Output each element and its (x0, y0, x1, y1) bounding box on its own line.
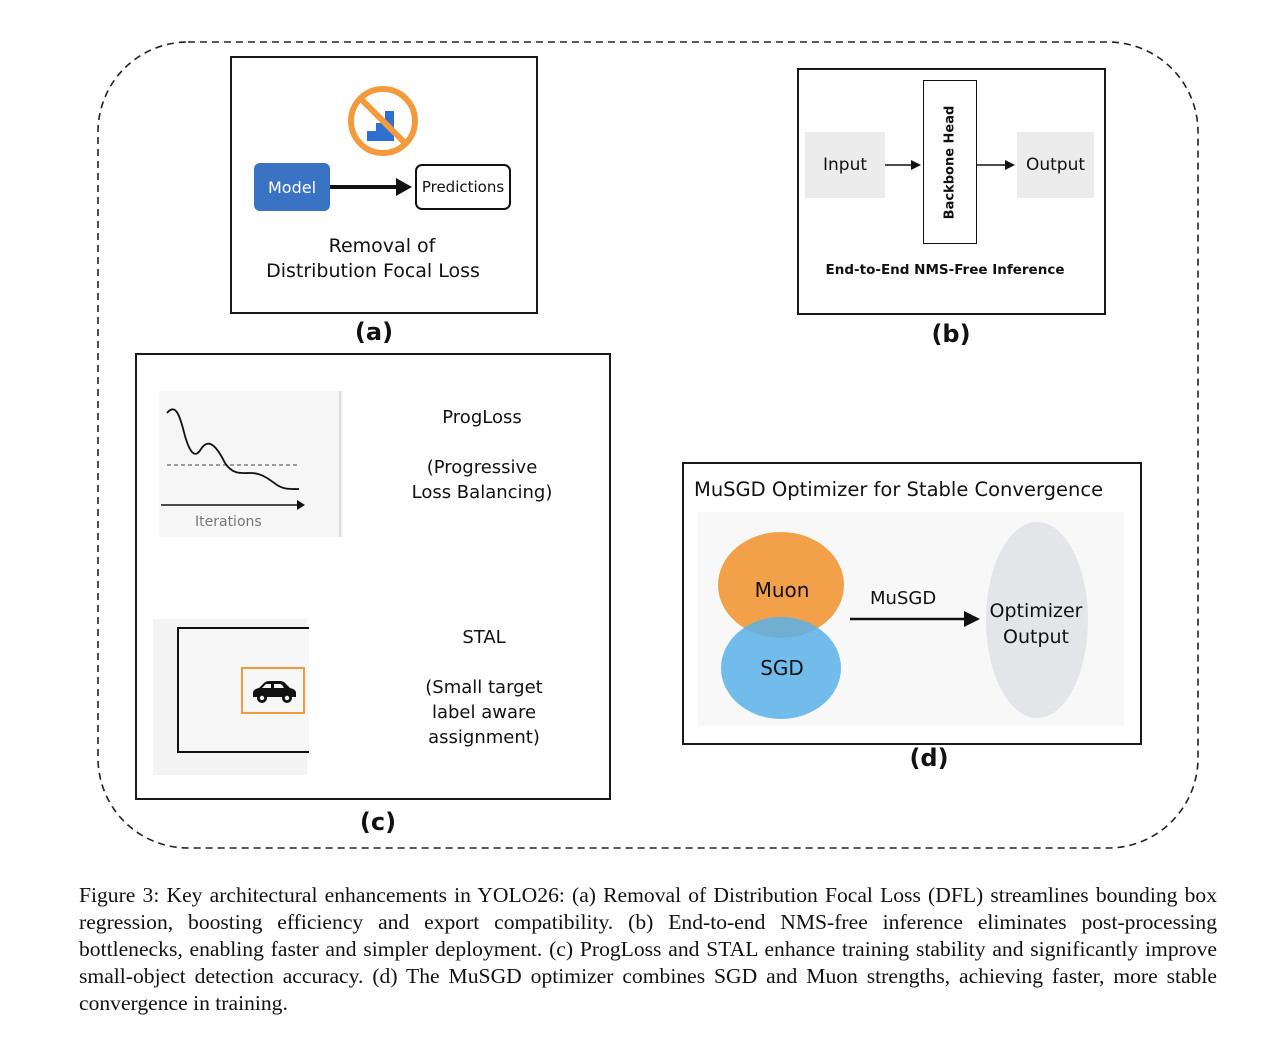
model-to-predictions-arrow (330, 178, 412, 196)
sgd-label: SGD (760, 656, 804, 680)
car-icon (253, 681, 296, 703)
stal-image (153, 619, 309, 775)
panel-b: Input Backbone Head Output End-to-End NM… (797, 68, 1106, 315)
outer-dashed-frame (97, 41, 1199, 849)
input-label: Input (822, 155, 868, 175)
model-label: Model (267, 177, 317, 197)
musgd-arrow (850, 611, 980, 627)
output-arrow (977, 160, 1015, 170)
progloss-line2: Loss Balancing) (411, 482, 553, 503)
optimizer-output-line1: Optimizer (989, 600, 1083, 622)
output-box: Output (1017, 132, 1094, 198)
predictions-label: Predictions (421, 178, 505, 196)
panel-b-subtitle: End-to-End NMS-Free Inference (825, 262, 1065, 278)
stal-title: STAL (462, 627, 506, 648)
optimizer-output-line2: Output (1003, 626, 1069, 648)
panel-d-label: (d) (909, 744, 949, 772)
panel-d: MuSGD Optimizer for Stable Convergence M… (682, 462, 1142, 745)
panel-a-label: (a) (354, 318, 394, 346)
stal-text: STAL (Small target label aware assignmen… (389, 625, 579, 750)
panel-a-title-line1: Removal of (328, 235, 436, 257)
panel-a-title: Removal of Distribution Focal Loss (232, 234, 532, 284)
model-box: Model (254, 163, 330, 211)
panel-c-label: (c) (359, 808, 397, 836)
progloss-text: ProgLoss (Progressive Loss Balancing) (387, 405, 577, 505)
optimizer-output-ellipse (986, 522, 1088, 718)
stal-line3: assignment) (428, 727, 540, 748)
stal-line2: label aware (431, 702, 537, 723)
progloss-line1: (Progressive (426, 457, 538, 478)
backbone-head-label: Backbone Head (942, 105, 958, 219)
panel-a-title-line2: Distribution Focal Loss (266, 260, 480, 282)
loss-chart: Iterations (159, 391, 343, 537)
output-label: Output (1025, 155, 1086, 175)
no-histogram-icon (348, 86, 418, 156)
figure-caption: Figure 3: Key architectural enhancements… (79, 883, 1217, 1015)
predictions-box: Predictions (415, 164, 511, 210)
loss-chart-plot (161, 391, 341, 537)
panel-a: Model Predictions Removal of Distributio… (230, 56, 538, 314)
muon-sgd-venn (718, 532, 844, 719)
panel-b-label: (b) (931, 320, 971, 348)
backbone-head-box: Backbone Head (923, 80, 977, 244)
small-target-box (241, 667, 305, 714)
optimizer-output-text: Optimizer Output (976, 598, 1096, 650)
progloss-title: ProgLoss (442, 407, 522, 428)
panel-d-title: MuSGD Optimizer for Stable Convergence (694, 478, 1104, 501)
panel-c: Iterations ProgLoss (Progressive Loss Ba… (135, 353, 611, 800)
input-arrow (885, 160, 921, 170)
chart-axis-label: Iterations (195, 514, 262, 530)
musgd-arrow-label: MuSGD (870, 588, 937, 609)
stal-line1: (Small target (425, 677, 543, 698)
input-box: Input (805, 132, 885, 198)
muon-label: Muon (754, 578, 810, 602)
